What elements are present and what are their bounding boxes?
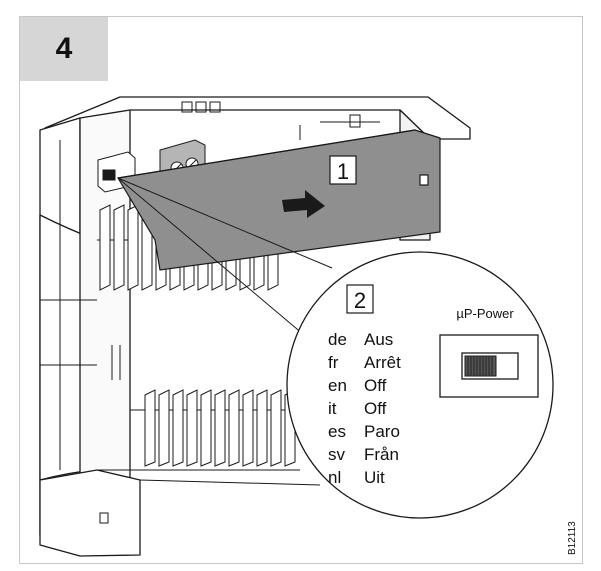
lang-code: nl [328,468,341,487]
vent-slots-lower [144,389,296,467]
figure-id: B12113 [567,521,578,555]
lang-code: en [328,376,347,395]
lang-code: es [328,422,346,441]
lang-code: sv [328,445,346,464]
sliding-cover [117,129,441,271]
switch-title: µP-Power [456,306,514,321]
lang-word: Aus [364,330,393,349]
magnifier-leader [117,177,333,341]
lang-word: Arrêt [364,353,401,372]
language-table: de Aus fr Arrêt en Off it Off es Paro sv… [328,330,401,487]
lang-word: Paro [364,422,400,441]
callout-2-label: 2 [354,288,366,313]
lang-word: Off [364,376,387,395]
step-number-box: 4 [20,17,108,81]
lang-code: it [328,399,337,418]
lang-word: Off [364,399,387,418]
callout-1-box: 1 [329,155,357,185]
detail-magnifier: 2 µP-Power de Aus fr Arrêt [286,251,554,519]
callout-1-label: 1 [337,159,349,184]
lang-word: Uit [364,468,385,487]
lang-word: Från [364,445,399,464]
slide-direction-arrow-icon [282,190,325,218]
dip-switch [439,334,539,398]
callout-2-box [346,284,374,314]
step-number: 4 [55,32,73,65]
screw-icon [99,512,109,524]
lang-code: de [328,330,347,349]
lang-code: fr [328,353,339,372]
